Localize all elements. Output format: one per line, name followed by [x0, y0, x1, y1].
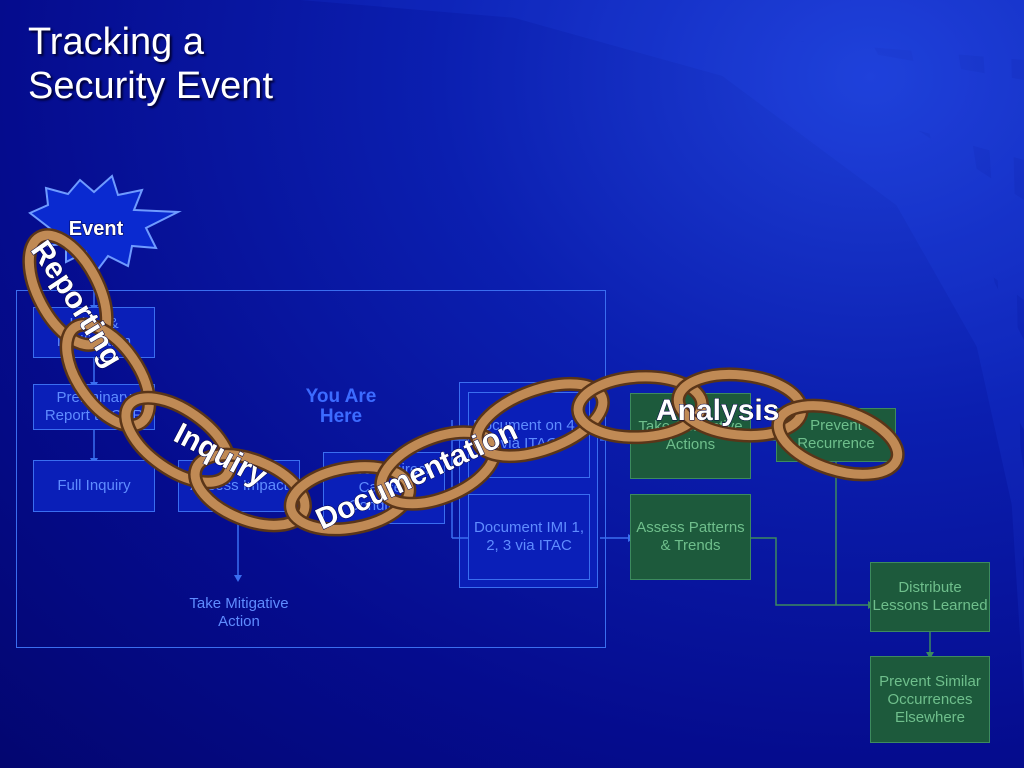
chain-link [283, 459, 417, 537]
event-burst-label: Event [69, 218, 124, 240]
full-inquiry-box: Full Inquiry [33, 460, 155, 512]
chain-label-analysis: Analysis [656, 394, 779, 427]
title-line-1: Tracking a [28, 21, 204, 63]
chain-link [59, 317, 157, 433]
full-inquiry-text: Full Inquiry [57, 477, 131, 494]
title-line-2: Security Event [28, 65, 273, 107]
assess-patterns-box: Assess Patterns & Trends [630, 494, 751, 580]
distribute-lessons-text: Distribute Lessons Learned [872, 579, 988, 614]
assess-patterns-text: Assess Patterns & Trends [636, 519, 745, 554]
chain-link [188, 447, 312, 533]
prevent-recurrence-text: Prevent Recurrence [797, 417, 875, 452]
take-mitigative-action: Take Mitigative Action [184, 584, 294, 642]
chain-link [771, 398, 905, 482]
you-are-here-line-2: Here [319, 406, 363, 427]
chain-link [118, 390, 238, 490]
prevent-similar-box: Prevent Similar Occurrences Elsewhere [870, 656, 990, 743]
chain-link [470, 376, 610, 464]
reporting-inquiry-region [16, 290, 606, 648]
document-4s-text: Document on 4's via ITAC [472, 417, 586, 452]
slide-title: Tracking a Security Event [28, 20, 273, 108]
prevent-similar-text: Prevent Similar Occurrences Elsewhere [879, 672, 981, 726]
you-are-here-line-1: You Are [305, 386, 377, 407]
chain-link [22, 228, 114, 352]
chain-link [571, 369, 709, 445]
take-mitigative-text: Take Mitigative Action [189, 595, 289, 630]
document-imi-text: Document IMI 1, 2, 3 via ITAC [473, 519, 585, 554]
chain-link [374, 425, 502, 511]
you-are-here-label: You Are Here [286, 387, 396, 427]
document-imi-box: Document IMI 1, 2, 3 via ITAC [468, 494, 590, 580]
distribute-lessons-box: Distribute Lessons Learned [870, 562, 990, 632]
